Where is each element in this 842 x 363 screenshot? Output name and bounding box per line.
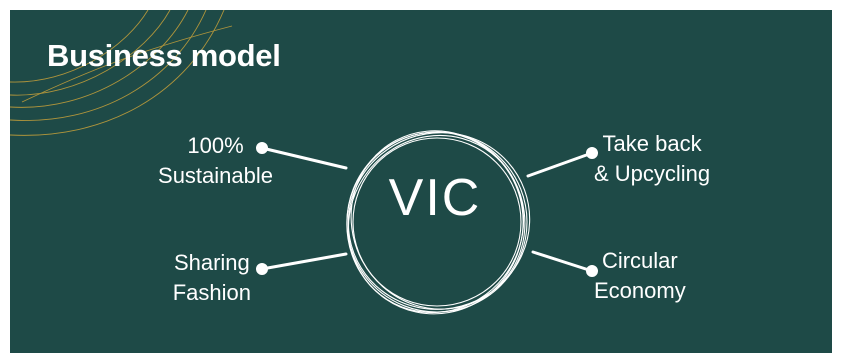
slide: Business model VIC 100% Sustainable Take… <box>10 10 832 353</box>
connector-dot-sharing <box>256 263 268 275</box>
node-sharing-line-1: Sharing <box>173 250 250 275</box>
connector-dot-sustainable <box>256 142 268 154</box>
gold-arc-decoration <box>10 10 233 136</box>
connector-sustainable <box>260 146 348 170</box>
node-take-back-line-2: & Upcycling <box>594 161 711 186</box>
slide-title: Business model <box>47 38 281 73</box>
connector-dot-circular <box>586 265 598 277</box>
node-circular-line-2: Economy <box>594 278 686 303</box>
center-circle <box>346 130 531 315</box>
node-sharing: Sharing Fashion <box>173 248 251 308</box>
node-circular-line-1: Circular <box>601 248 678 273</box>
connectors <box>256 142 598 277</box>
center-label: VIC <box>388 169 482 227</box>
ring-3 <box>347 132 531 310</box>
ring-4 <box>347 134 525 314</box>
node-sharing-line-2: Fashion <box>172 280 251 305</box>
node-sustainable-line-1: 100% <box>187 133 244 158</box>
connector-dot-take-back <box>586 147 598 159</box>
node-take-back-line-1: Take back <box>602 131 702 156</box>
connector-take-back <box>526 151 594 178</box>
node-circular: Circular Economy <box>594 246 686 306</box>
decoration-layer <box>10 10 598 315</box>
node-sustainable: 100% Sustainable <box>158 131 273 191</box>
connector-sharing <box>260 252 348 271</box>
connector-circular <box>531 250 594 273</box>
ring-6 <box>352 137 522 307</box>
node-sustainable-line-2: Sustainable <box>158 163 273 188</box>
node-take-back: Take back & Upcycling <box>594 129 710 189</box>
